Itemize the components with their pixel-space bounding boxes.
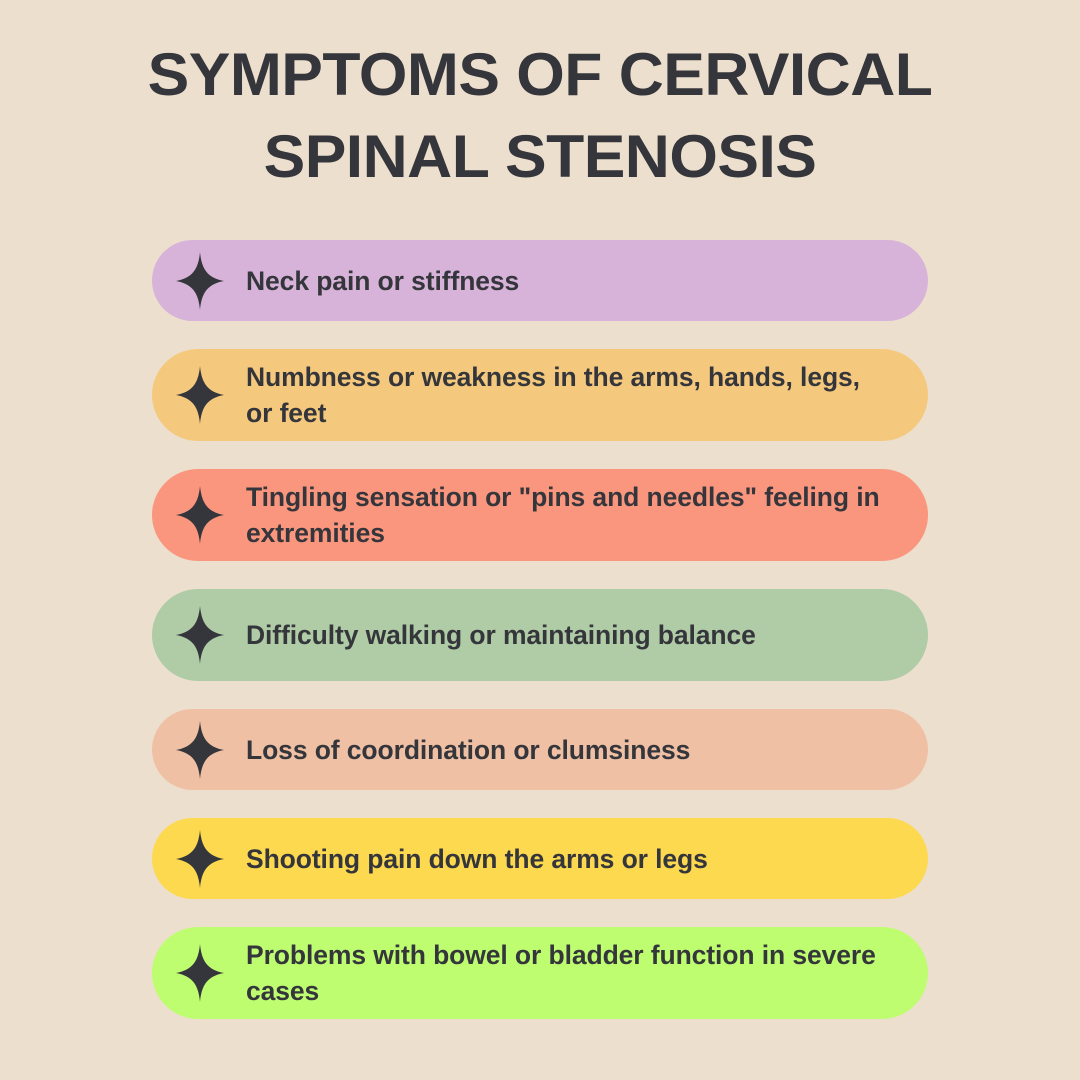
symptom-item[interactable]: Shooting pain down the arms or legs [152, 818, 928, 899]
symptom-item[interactable]: Difficulty walking or maintaining balanc… [152, 589, 928, 681]
sparkle-icon [176, 251, 224, 310]
symptom-label: Problems with bowel or bladder function … [246, 940, 876, 1006]
page-title-line-2: SPINAL STENOSIS [263, 123, 817, 190]
sparkle-icon [176, 944, 224, 1002]
symptom-label: Difficulty walking or maintaining balanc… [246, 620, 756, 650]
symptom-label: Loss of coordination or clumsiness [246, 734, 691, 765]
sparkle-icon [176, 720, 224, 779]
page-title-line-1: SYMPTOMS OF CERVICAL [147, 41, 933, 108]
sparkle-icon [176, 829, 224, 888]
symptom-label: Shooting pain down the arms or legs [246, 843, 708, 874]
symptom-item[interactable]: Problems with bowel or bladder function … [152, 927, 928, 1019]
sparkle-icon [176, 606, 224, 664]
symptom-item[interactable]: Tingling sensation or "pins and needles"… [152, 469, 928, 561]
symptom-label: Numbness or weakness in the arms, hands,… [246, 362, 860, 428]
symptom-label: Tingling sensation or "pins and needles"… [246, 482, 880, 548]
sparkle-icon [176, 486, 224, 544]
symptom-item[interactable]: Loss of coordination or clumsiness [152, 709, 928, 790]
symptom-item[interactable]: Neck pain or stiffness [152, 240, 928, 321]
sparkle-icon [176, 366, 224, 424]
symptom-label: Neck pain or stiffness [246, 265, 520, 296]
symptom-item[interactable]: Numbness or weakness in the arms, hands,… [152, 349, 928, 441]
page-title: SYMPTOMS OF CERVICAL SPINAL STENOSIS [0, 0, 1080, 198]
